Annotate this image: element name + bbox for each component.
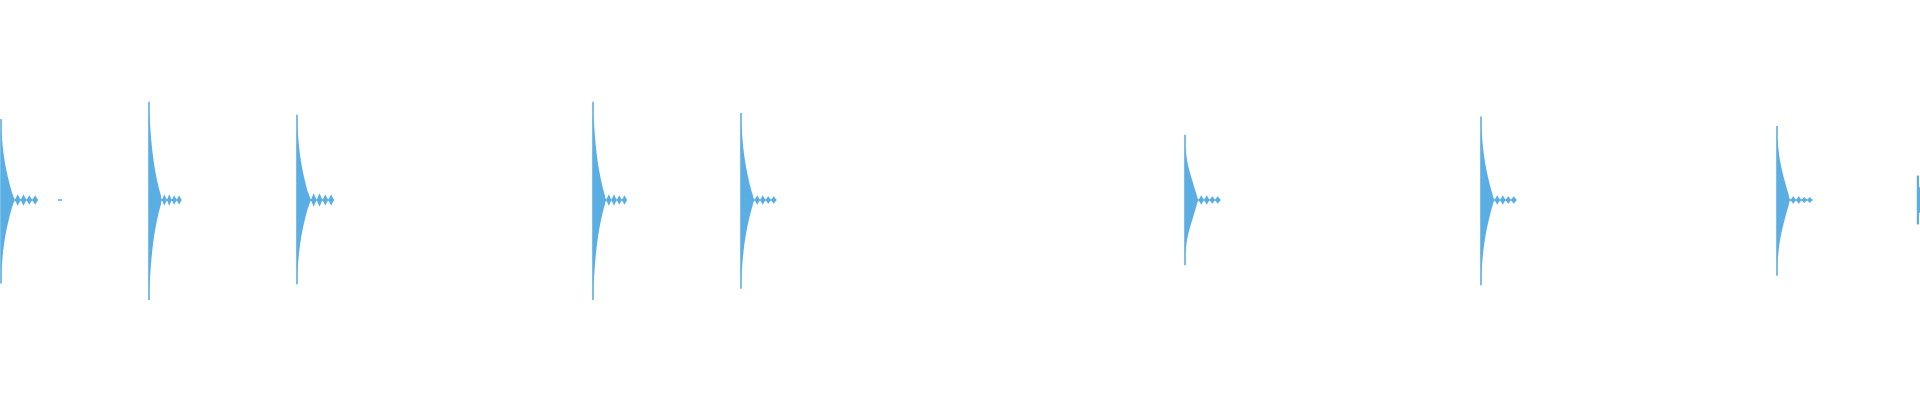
waveform-hit (1776, 126, 1813, 276)
waveform-hit (0, 119, 62, 284)
waveform-hit (1480, 116, 1517, 286)
waveform-spike (1, 119, 13, 284)
waveform-spike (1777, 126, 1789, 276)
waveform-spike (1481, 116, 1493, 286)
waveform-edge-hit (1917, 175, 1919, 225)
waveform-hit (740, 113, 777, 289)
waveform-hit (148, 101, 182, 301)
waveform-hit (296, 114, 334, 285)
waveform-spike (741, 113, 753, 289)
waveform-spike (149, 101, 161, 301)
waveform-spike (593, 101, 605, 301)
waveform-hit (1184, 134, 1221, 266)
waveform-hit (592, 101, 628, 301)
